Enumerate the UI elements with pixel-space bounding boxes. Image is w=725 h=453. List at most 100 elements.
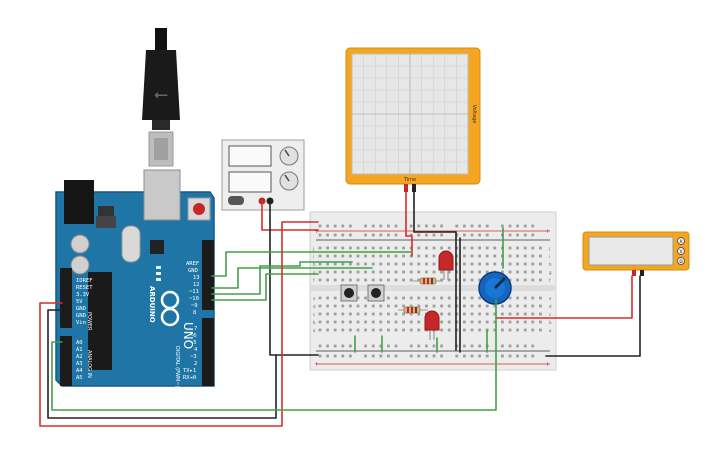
breadboard-hole[interactable] (432, 304, 436, 308)
breadboard-hole[interactable] (333, 246, 337, 250)
breadboard-hole[interactable] (463, 246, 466, 250)
breadboard-rail-hole[interactable] (349, 233, 352, 237)
breadboard-hole[interactable] (356, 254, 360, 258)
breadboard-hole[interactable] (371, 254, 375, 258)
breadboard-hole[interactable] (394, 328, 398, 332)
breadboard-hole[interactable] (417, 312, 421, 316)
breadboard-hole[interactable] (463, 304, 466, 308)
breadboard-hole[interactable] (508, 328, 512, 332)
breadboard-hole[interactable] (470, 246, 474, 250)
resistor-2[interactable] (398, 306, 428, 314)
led-1[interactable] (438, 250, 454, 280)
breadboard-hole[interactable] (417, 254, 421, 258)
breadboard-hole[interactable] (463, 270, 466, 274)
breadboard-rail-hole[interactable] (394, 344, 398, 348)
breadboard-hole[interactable] (516, 304, 519, 308)
breadboard-hole[interactable] (371, 304, 375, 308)
breadboard-hole[interactable] (501, 270, 504, 274)
breadboard-hole[interactable] (523, 304, 527, 308)
breadboard-hole[interactable] (409, 270, 413, 274)
breadboard-rail-hole[interactable] (485, 233, 489, 237)
breadboard-hole[interactable] (531, 296, 535, 300)
breadboard-hole[interactable] (485, 246, 489, 250)
breadboard-hole[interactable] (349, 246, 352, 250)
breadboard-rail-hole[interactable] (387, 233, 390, 237)
breadboard-rail-hole[interactable] (394, 354, 398, 358)
breadboard-hole[interactable] (387, 312, 390, 316)
breadboard-rail-hole[interactable] (371, 354, 375, 358)
breadboard-hole[interactable] (417, 246, 421, 250)
breadboard-hole[interactable] (508, 304, 512, 308)
breadboard-hole[interactable] (516, 328, 519, 332)
breadboard-hole[interactable] (478, 328, 481, 332)
breadboard-hole[interactable] (417, 304, 421, 308)
breadboard-hole[interactable] (425, 262, 428, 266)
breadboard-rail-hole[interactable] (523, 224, 527, 228)
breadboard-hole[interactable] (523, 312, 527, 316)
breadboard-rail-hole[interactable] (333, 344, 337, 348)
breadboard-hole[interactable] (478, 296, 481, 300)
power-header[interactable] (60, 268, 72, 328)
breadboard-rail-hole[interactable] (333, 224, 337, 228)
breadboard-hole[interactable] (394, 262, 398, 266)
breadboard-hole[interactable] (531, 320, 535, 324)
breadboard-hole[interactable] (447, 296, 451, 300)
breadboard-hole[interactable] (470, 254, 474, 258)
breadboard-hole[interactable] (493, 262, 497, 266)
breadboard-hole[interactable] (539, 270, 542, 274)
breadboard-hole[interactable] (478, 246, 481, 250)
breadboard-hole[interactable] (341, 262, 345, 266)
breadboard-hole[interactable] (387, 254, 390, 258)
breadboard-hole[interactable] (478, 304, 481, 308)
breadboard-hole[interactable] (318, 246, 322, 250)
breadboard-hole[interactable] (318, 270, 322, 274)
breadboard-hole[interactable] (478, 254, 481, 258)
breadboard-hole[interactable] (394, 254, 398, 258)
breadboard-hole[interactable] (341, 328, 345, 332)
breadboard-hole[interactable] (356, 246, 360, 250)
breadboard-rail-hole[interactable] (425, 344, 428, 348)
breadboard-rail-hole[interactable] (501, 224, 504, 228)
breadboard-hole[interactable] (478, 270, 481, 274)
breadboard-hole[interactable] (516, 270, 519, 274)
breadboard-hole[interactable] (326, 304, 329, 308)
breadboard-hole[interactable] (318, 262, 322, 266)
breadboard-hole[interactable] (326, 320, 329, 324)
breadboard-hole[interactable] (387, 270, 390, 274)
breadboard-rail-hole[interactable] (409, 344, 413, 348)
breadboard-hole[interactable] (333, 320, 337, 324)
breadboard-rail-hole[interactable] (318, 233, 322, 237)
breadboard-hole[interactable] (394, 304, 398, 308)
breadboard-hole[interactable] (539, 312, 542, 316)
breadboard-hole[interactable] (417, 320, 421, 324)
breadboard-hole[interactable] (318, 328, 322, 332)
breadboard-hole[interactable] (341, 278, 345, 282)
breadboard-hole[interactable] (394, 296, 398, 300)
breadboard-hole[interactable] (539, 246, 542, 250)
breadboard-hole[interactable] (478, 278, 481, 282)
breadboard-hole[interactable] (326, 328, 329, 332)
breadboard-hole[interactable] (371, 320, 375, 324)
breadboard-hole[interactable] (516, 296, 519, 300)
breadboard-rail-hole[interactable] (349, 224, 352, 228)
breadboard-hole[interactable] (318, 278, 322, 282)
breadboard-hole[interactable] (440, 304, 443, 308)
breadboard-hole[interactable] (485, 270, 489, 274)
breadboard-rail-hole[interactable] (417, 224, 421, 228)
breadboard-hole[interactable] (333, 278, 337, 282)
breadboard-hole[interactable] (470, 320, 474, 324)
breadboard-rail-hole[interactable] (341, 224, 345, 228)
breadboard-rail-hole[interactable] (425, 224, 428, 228)
breadboard-hole[interactable] (402, 278, 405, 282)
breadboard-hole[interactable] (387, 304, 390, 308)
multimeter-dial-v[interactable] (677, 247, 685, 255)
breadboard-hole[interactable] (523, 246, 527, 250)
breadboard-hole[interactable] (371, 278, 375, 282)
breadboard-hole[interactable] (379, 270, 383, 274)
breadboard-hole[interactable] (493, 246, 497, 250)
breadboard-hole[interactable] (394, 246, 398, 250)
multimeter-dial-a[interactable] (677, 237, 685, 245)
multimeter[interactable]: A V Ω (582, 231, 690, 276)
breadboard-hole[interactable] (402, 304, 405, 308)
breadboard-rail-hole[interactable] (478, 354, 481, 358)
